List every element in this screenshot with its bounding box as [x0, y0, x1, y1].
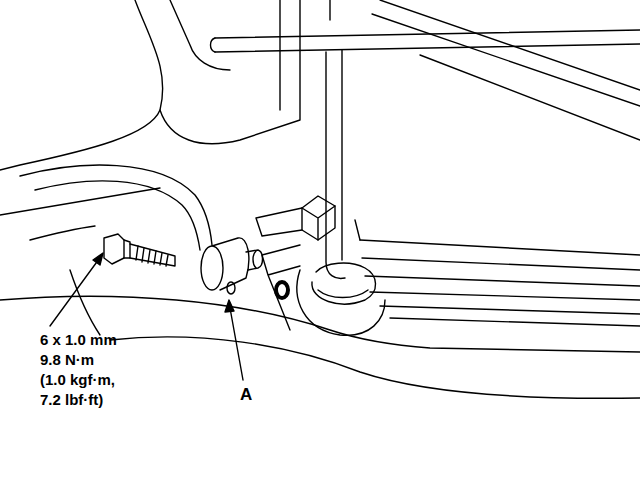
callout-letter: A [240, 385, 252, 405]
torque-spec: 7.2 lbf·ft) [40, 391, 103, 408]
torque-spec: 9.8 N·m [40, 351, 94, 368]
torque-spec: (1.0 kgf·m, [40, 371, 115, 388]
torque-spec: 6 x 1.0 mm [40, 331, 117, 348]
